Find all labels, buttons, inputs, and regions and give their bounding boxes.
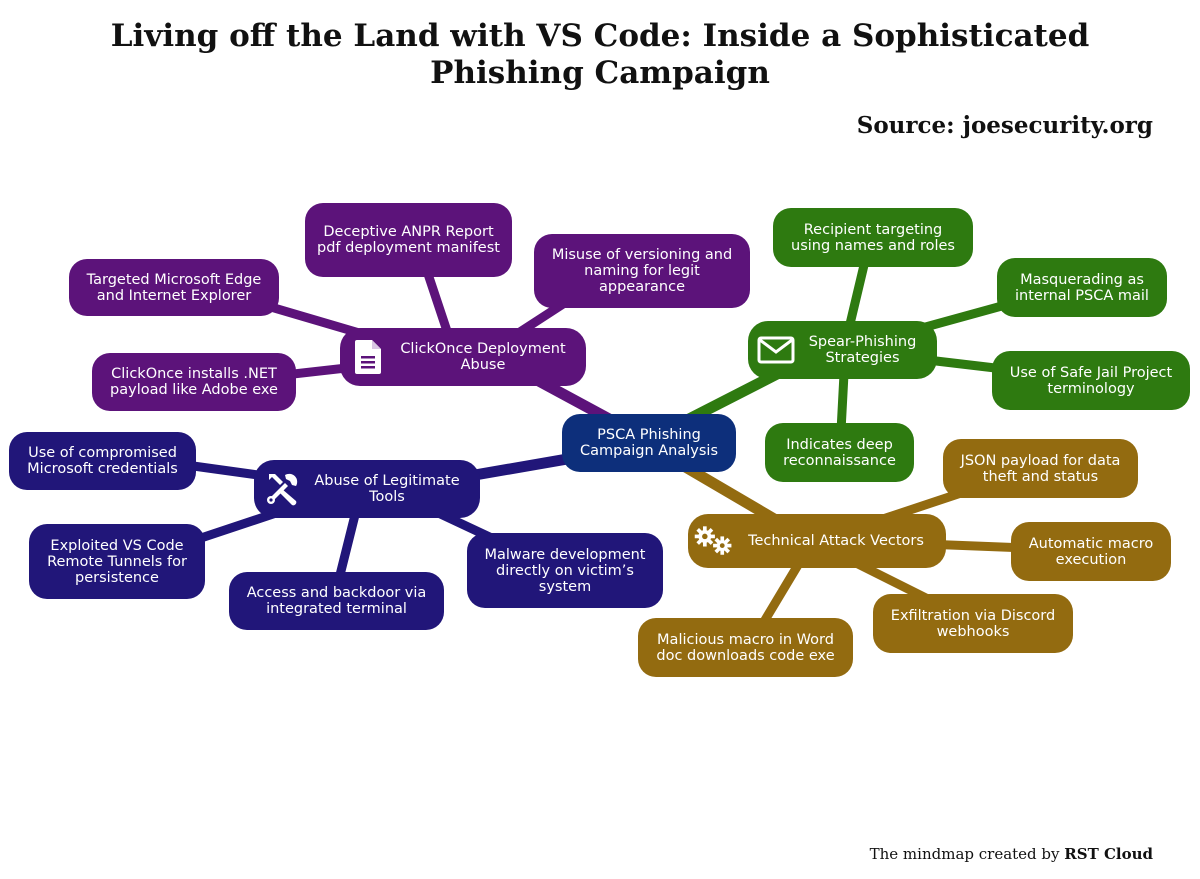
- leaf-label: Exfiltration via Discord webhooks: [890, 607, 1056, 640]
- leaf-label: Automatic macro execution: [1028, 535, 1154, 568]
- leaf-clickonce-3[interactable]: Misuse of versioning and naming for legi…: [534, 234, 750, 308]
- center-node-label: PSCA Phishing Campaign Analysis: [580, 427, 718, 459]
- leaf-technical-2[interactable]: Automatic macro execution: [1011, 522, 1171, 581]
- leaf-label: Malware development directly on victim’s…: [484, 546, 646, 595]
- leaf-label: Use of Safe Jail Project terminology: [1009, 364, 1173, 397]
- source-label: Source: joesecurity.org: [856, 112, 1153, 139]
- leaf-abuse-2[interactable]: Exploited VS Code Remote Tunnels for per…: [29, 524, 205, 599]
- branch-clickonce-label: ClickOnce Deployment Abuse: [400, 341, 566, 373]
- branch-technical-label: Technical Attack Vectors: [748, 533, 924, 549]
- leaf-spear-4[interactable]: Indicates deep reconnaissance: [765, 423, 914, 482]
- credit-prefix: The mindmap created by: [869, 845, 1065, 863]
- gears-icon: [692, 523, 736, 559]
- center-node[interactable]: PSCA Phishing Campaign Analysis: [562, 414, 736, 472]
- leaf-label: ClickOnce installs .NET payload like Ado…: [110, 366, 278, 398]
- leaf-label: Malicious macro in Word doc downloads co…: [656, 631, 835, 664]
- leaf-label: Recipient targeting using names and role…: [791, 221, 955, 254]
- leaf-label: Exploited VS Code Remote Tunnels for per…: [47, 537, 187, 586]
- branch-spear[interactable]: Spear-Phishing Strategies: [748, 321, 937, 379]
- branch-clickonce[interactable]: ClickOnce Deployment Abuse: [340, 328, 586, 386]
- page-title: Living off the Land with VS Code: Inside…: [110, 18, 1090, 91]
- leaf-abuse-3[interactable]: Access and backdoor via integrated termi…: [229, 572, 444, 630]
- credit-brand: RST Cloud: [1064, 845, 1153, 863]
- leaf-label: JSON payload for data theft and status: [960, 452, 1121, 485]
- leaf-label: Masquerading as internal PSCA mail: [1015, 271, 1149, 304]
- leaf-clickonce-2[interactable]: Targeted Microsoft Edge and Internet Exp…: [69, 259, 279, 316]
- leaf-label: Misuse of versioning and naming for legi…: [551, 247, 733, 295]
- leaf-abuse-1[interactable]: Use of compromised Microsoft credentials: [9, 432, 196, 490]
- tools-icon: [260, 470, 304, 508]
- branch-abuse-label: Abuse of Legitimate Tools: [314, 473, 460, 505]
- document-icon: [346, 339, 390, 375]
- leaf-label: Deceptive ANPR Report pdf deployment man…: [317, 224, 500, 256]
- leaf-technical-4[interactable]: Malicious macro in Word doc downloads co…: [638, 618, 853, 677]
- leaf-label: Targeted Microsoft Edge and Internet Exp…: [86, 271, 262, 304]
- leaf-label: Use of compromised Microsoft credentials: [27, 445, 178, 477]
- leaf-technical-1[interactable]: JSON payload for data theft and status: [943, 439, 1138, 498]
- leaf-clickonce-4[interactable]: ClickOnce installs .NET payload like Ado…: [92, 353, 296, 411]
- leaf-spear-3[interactable]: Use of Safe Jail Project terminology: [992, 351, 1190, 410]
- branch-spear-label: Spear-Phishing Strategies: [808, 334, 917, 366]
- leaf-technical-3[interactable]: Exfiltration via Discord webhooks: [873, 594, 1073, 653]
- leaf-abuse-4[interactable]: Malware development directly on victim’s…: [467, 533, 663, 608]
- leaf-clickonce-1[interactable]: Deceptive ANPR Report pdf deployment man…: [305, 203, 512, 277]
- leaf-spear-1[interactable]: Recipient targeting using names and role…: [773, 208, 973, 267]
- branch-abuse[interactable]: Abuse of Legitimate Tools: [254, 460, 480, 518]
- branch-technical[interactable]: Technical Attack Vectors: [688, 514, 946, 568]
- leaf-label: Indicates deep reconnaissance: [783, 436, 896, 469]
- leaf-spear-2[interactable]: Masquerading as internal PSCA mail: [997, 258, 1167, 317]
- leaf-label: Access and backdoor via integrated termi…: [246, 585, 427, 617]
- credit-line: The mindmap created by RST Cloud: [870, 845, 1153, 863]
- envelope-icon: [754, 336, 798, 364]
